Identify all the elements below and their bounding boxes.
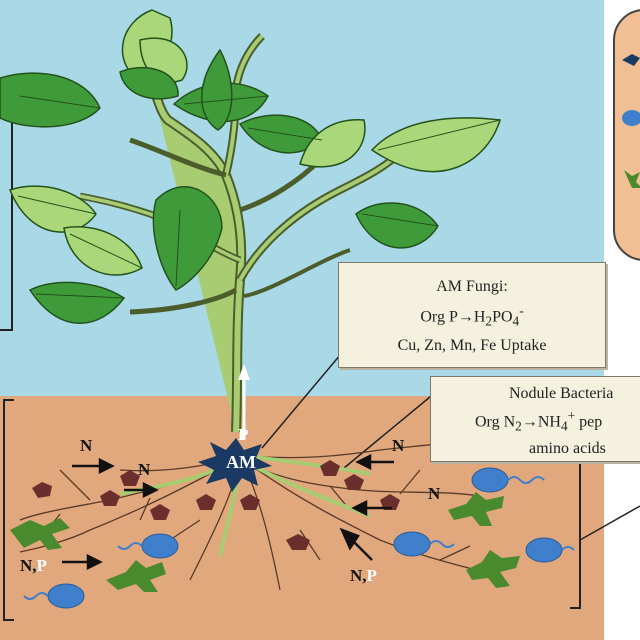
nodules-group — [32, 460, 400, 550]
leaves-group — [0, 9, 501, 324]
np-label-left-n: N, — [20, 556, 37, 575]
bacteria-flagella — [23, 476, 575, 600]
fungus — [466, 550, 520, 588]
nutrient-arrows — [62, 453, 394, 571]
bacterium — [141, 533, 179, 559]
np-label-right: N,P — [350, 566, 377, 586]
soil-bracket-right — [570, 461, 581, 609]
nodule — [32, 482, 52, 498]
leaf — [119, 66, 179, 100]
am-callout-uptake: Cu, Zn, Mn, Fe Uptake — [397, 336, 547, 354]
nodule — [344, 474, 364, 490]
soil-bracket-connector — [579, 505, 640, 541]
nodule — [150, 504, 170, 520]
fungus — [106, 560, 166, 592]
leaf-veins — [17, 95, 501, 299]
twig-lower-right-outline — [243, 248, 351, 298]
nodule — [286, 534, 310, 550]
bacterium — [471, 467, 509, 493]
am-callout-title: AM Fungi: — [436, 278, 508, 295]
twig-outline — [129, 137, 227, 178]
nodule-bacteria-callout: Nodule Bacteria Org N2→NH4+ pep amino ac… — [430, 376, 640, 462]
nodule — [240, 494, 260, 510]
right-branch — [238, 156, 396, 281]
am-fungi-callout: AM Fungi: Org P→H2PO4- Cu, Zn, Mn, Fe Up… — [338, 262, 606, 368]
main-stem — [149, 84, 245, 433]
inset-panel — [613, 9, 640, 261]
p-uptake-label: P — [238, 425, 249, 444]
n-label-2: N — [138, 460, 151, 479]
soil-bracket-left — [3, 399, 14, 621]
np-label-right-p: P — [366, 566, 377, 585]
nodule — [196, 494, 216, 510]
n-label-1: N — [80, 436, 93, 455]
np-label-left: N,P — [20, 556, 47, 576]
leaf — [152, 186, 223, 291]
leaf — [299, 119, 366, 168]
inset-fungus-icon — [624, 170, 640, 188]
fungus — [448, 492, 504, 526]
inset-bacteria-icon — [622, 110, 640, 126]
nodule — [320, 460, 340, 476]
nodule-callout-products: amino acids — [529, 439, 606, 457]
nodule — [120, 470, 140, 486]
am-fungi-star — [198, 438, 272, 492]
n-label-4: N — [428, 484, 441, 503]
nodule — [100, 490, 120, 506]
fungi-group — [10, 492, 520, 592]
bacterium — [47, 583, 85, 609]
left-branch — [79, 194, 241, 262]
am-label: AM — [226, 452, 256, 472]
nodule — [380, 494, 400, 510]
nodule-callout-title: Nodule Bacteria — [509, 385, 614, 402]
p-uptake-arrowhead — [238, 364, 250, 380]
leaf — [201, 48, 233, 131]
nodule-callout-reaction: Org N2→NH4+ pep — [475, 408, 603, 434]
np-label-left-p: P — [36, 556, 47, 575]
nodule-callout-pointer — [343, 391, 437, 469]
n-label-3: N — [392, 436, 405, 455]
np-label-right-n: N, — [350, 566, 367, 585]
twig-lower-outline — [129, 287, 238, 315]
fungus — [10, 518, 70, 550]
bacterium — [525, 537, 563, 563]
inset-am-icon — [622, 54, 640, 66]
am-callout-reaction: Org P→H2PO4- — [420, 303, 524, 329]
am-callout-pointer — [261, 347, 347, 449]
bacterium — [393, 531, 431, 557]
